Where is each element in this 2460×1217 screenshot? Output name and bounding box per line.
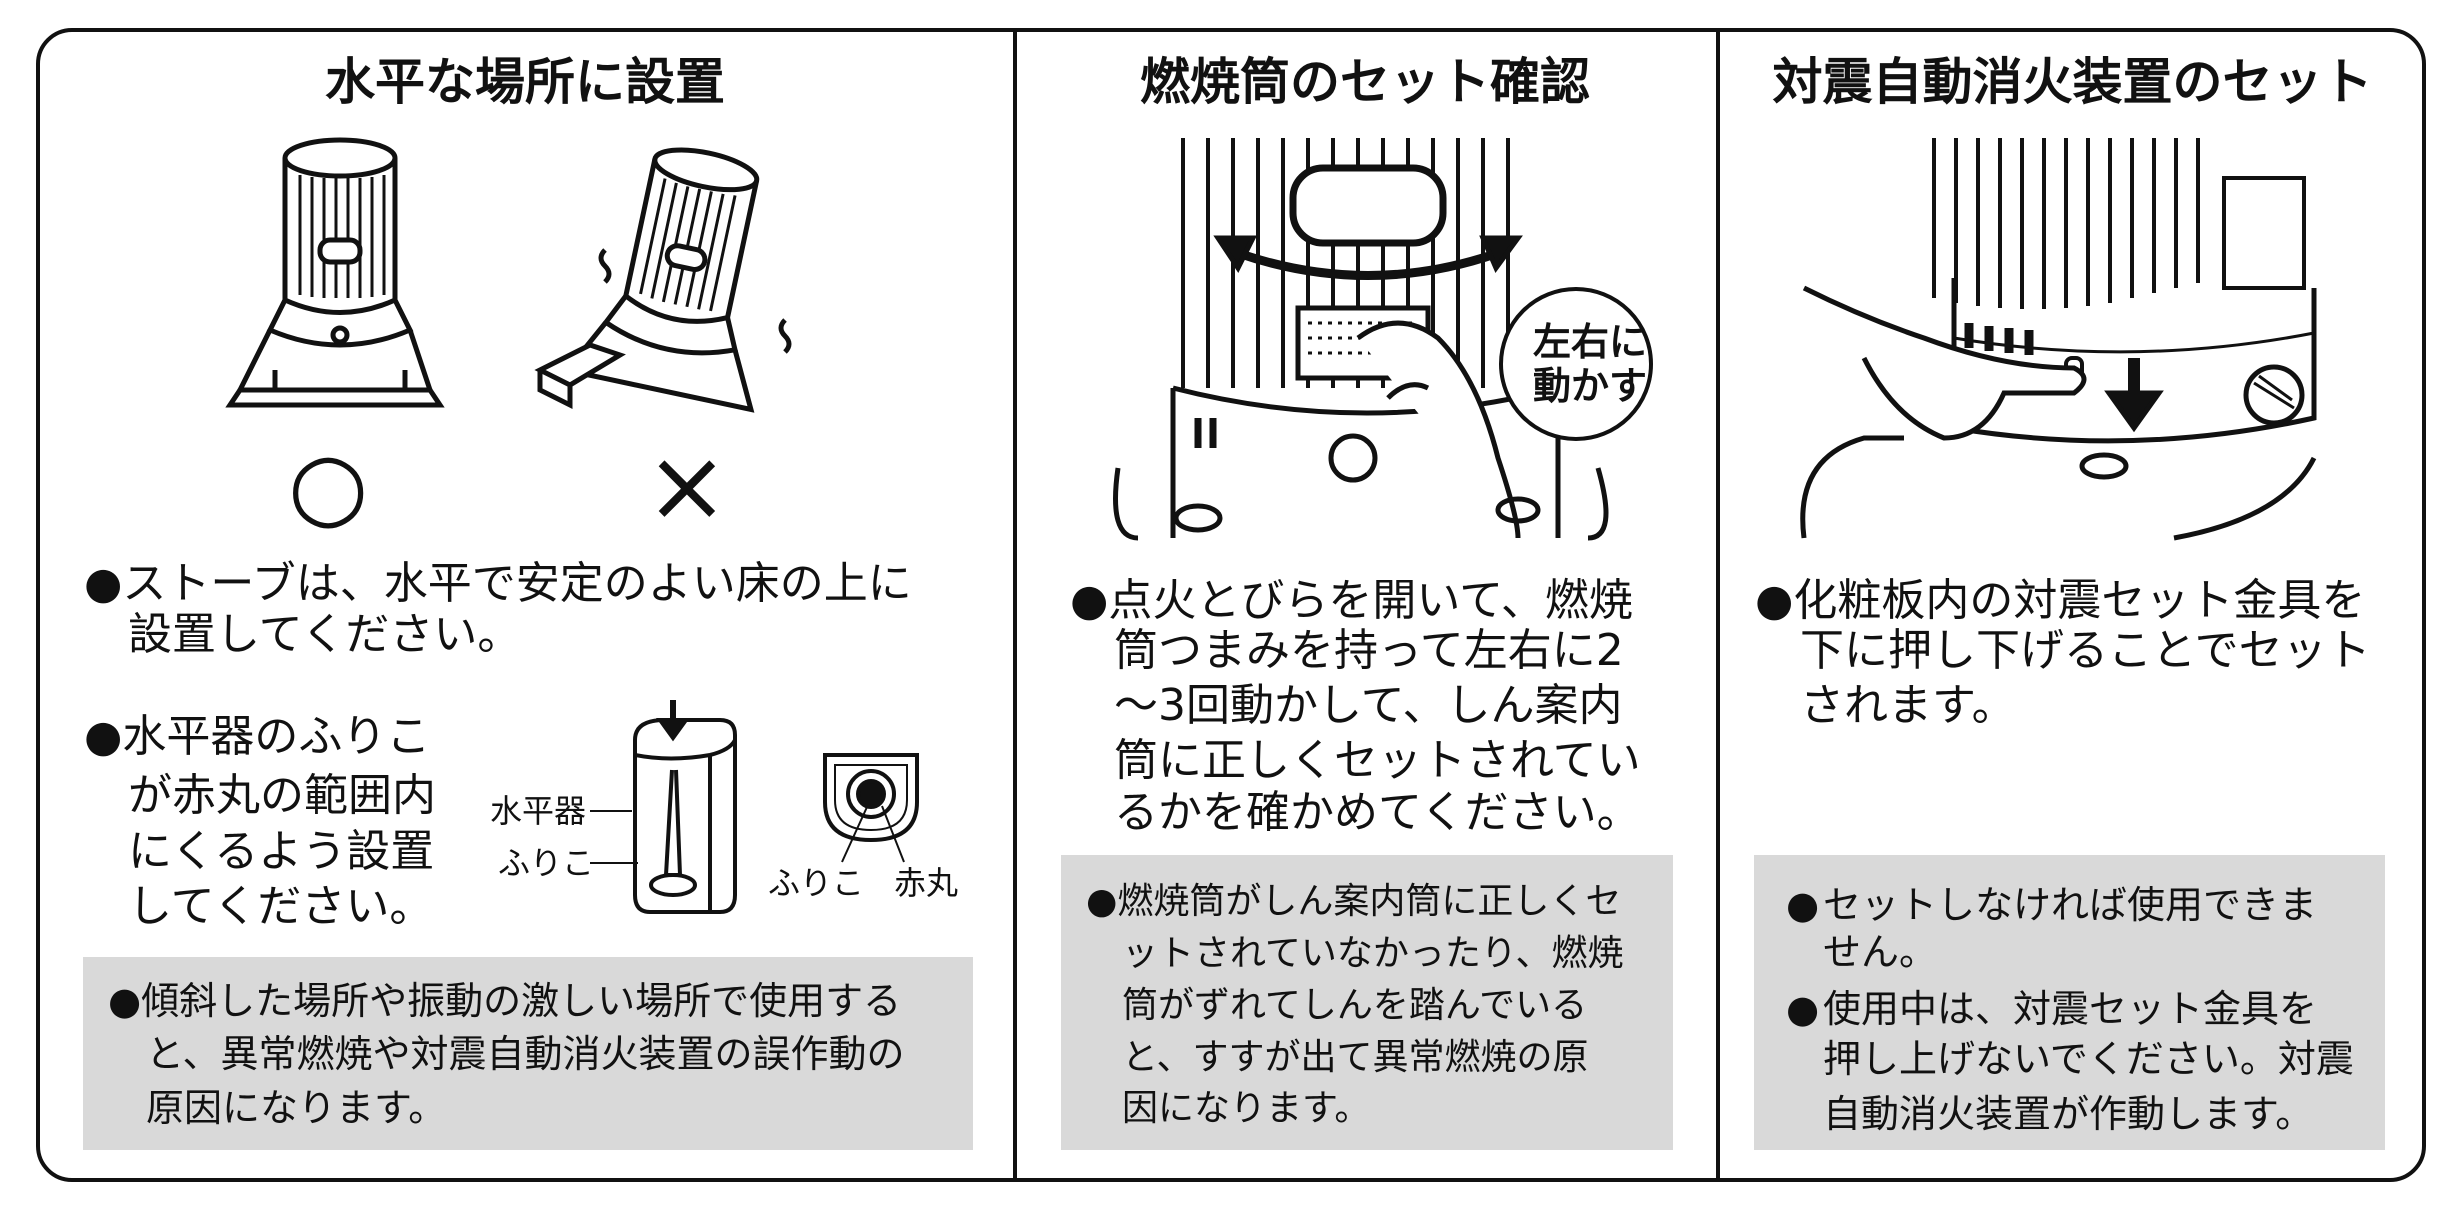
leader-line (590, 810, 638, 864)
instruction-text: 筒つまみを持って左右に2 (1114, 625, 1624, 676)
panel-title: 燃焼筒のセット確認 (1140, 53, 1590, 111)
panel-title: 水平な場所に設置 (325, 53, 725, 111)
red-circle-gauge-illustration (823, 753, 919, 863)
quake-shutoff-illustration (1800, 138, 2317, 541)
bubble-text: 動かす (1533, 364, 1648, 408)
instruction-text: 設置してください。 (128, 609, 522, 660)
instruction-text: 筒に正しくセットされてい (1114, 735, 1641, 786)
caution-note (1754, 855, 2385, 1150)
red-circle-label: 赤丸 (894, 864, 959, 902)
instruction-text: が赤丸の範囲内 (128, 770, 436, 821)
caution-bullet: ● (1786, 987, 1820, 1031)
outer-frame (36, 28, 2426, 1182)
instruction-text: してください。 (128, 881, 434, 932)
caution-note (83, 957, 973, 1150)
heater-tilted-illustration (534, 147, 792, 413)
panel-divider (1013, 28, 1017, 1178)
instruction-text: ●ストーブは、水平で安定のよい床の上に (84, 558, 912, 609)
caution-text: 自動消火装置が作動します。 (1823, 1092, 2314, 1136)
caution-bullet: ● (1786, 883, 1820, 927)
caution-text: ●燃焼筒がしん案内筒に正しくセ (1086, 881, 1622, 922)
level-label: 水平器 (490, 792, 587, 830)
ok-mark: ○ (288, 432, 369, 539)
instruction-text: にくるよう設置 (128, 826, 435, 877)
caution-text: 押し上げないでください。対震 (1823, 1037, 2354, 1081)
level-gauge-illustration (633, 700, 737, 914)
caution-text: 原因になります。 (146, 1086, 447, 1130)
pendulum-label: ふりこ (498, 844, 595, 882)
instruction-text: されます。 (1800, 680, 2016, 731)
caution-note (1061, 855, 1673, 1150)
instruction-text: るかを確かめてください。 (1114, 787, 1641, 838)
instruction-text: 下に押し下げることでセット (1800, 625, 2371, 676)
bubble-text: 左右に (1533, 320, 1648, 364)
caution-text: と、異常燃焼や対震自動消火装置の誤作動の (146, 1032, 905, 1076)
heater-level-illustration (225, 137, 445, 408)
caution-text: ●傾斜した場所や振動の激しい場所で使用する (108, 979, 902, 1023)
instruction-text: ●化粧板内の対震セット金具を (1755, 575, 2366, 626)
ng-mark: × (645, 427, 729, 544)
caution-text: ットされていなかったり、燃焼 (1122, 933, 1624, 974)
panel-title: 対震自動消火装置のセット (1772, 53, 2373, 111)
pendulum-label: ふりこ (768, 864, 865, 902)
caution-text: セットしなければ使用できま (1823, 883, 2318, 927)
caution-text: と、すすが出て異常燃焼の原 (1122, 1037, 1589, 1078)
instruction-text: ●点火とびらを開いて、燃焼 (1070, 575, 1633, 626)
panel-divider (1716, 28, 1720, 1178)
caution-text: 使用中は、対震セット金具を (1823, 987, 2318, 1031)
caution-text: 筒がずれてしんを踏んでいる (1122, 985, 1588, 1026)
instruction-text: ●水平器のふりこ (84, 711, 431, 762)
caution-text: せん。 (1823, 930, 1938, 974)
caution-text: 因になります。 (1122, 1088, 1371, 1129)
combustion-tube-illustration (1113, 138, 1653, 541)
instruction-text: ～3回動かして、しん案内 (1114, 680, 1623, 731)
